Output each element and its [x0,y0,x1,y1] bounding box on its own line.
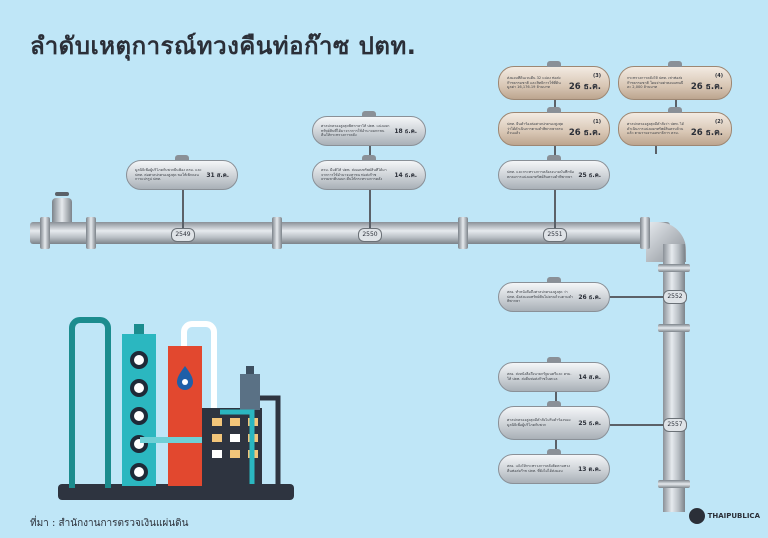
event-date: 13 ต.ค. [578,466,601,473]
event-text: ปตท. ยื่นคำร้องต่อศาลปกครองสูงสุดว่าได้ด… [507,122,564,136]
connector-line [554,146,556,162]
event-date-block: (4) 26 ธ.ค. [691,73,723,93]
connector-line [675,94,677,112]
event-tank: ส่งมอบที่ดินเวนคืน 32 แปลง ท่อส่งก๊าซธรร… [498,61,610,100]
connector-line [655,146,657,154]
event-tank: ปตท. และกระทรวงการคลังลงนามบันทึกข้อตกลง… [498,155,610,190]
tank-valve-icon [547,449,561,455]
tank-valve-icon [547,107,561,113]
event-date-block: (2) 26 ธ.ค. [691,119,723,139]
pipe-flange [40,217,50,249]
tank-valve-icon [668,107,682,113]
event-number: (3) [592,73,601,79]
tank-valve-icon [547,61,561,67]
connector-line [554,190,556,228]
connector-line [369,146,371,162]
event-text: ศาลปกครองสูงสุดพิพากษาให้ ปตท. แบ่งแยกทร… [321,124,390,138]
event-date-block: (1) 26 ธ.ค. [569,119,601,139]
event-date: 25 ธ.ค. [578,420,601,427]
event-date: 26 ธ.ค. [568,82,601,92]
tank-valve-icon [362,111,376,117]
event-date: 26 ธ.ค. [690,82,723,92]
event-tank: กระทรวงการคลังให้ ปตท. เช่าท่อส่งก๊าซธรร… [618,61,732,100]
publisher-name: THAIPUBLICA [707,512,760,520]
year-marker: 2551 [543,228,567,242]
event-tank: ปตท. ยื่นคำร้องต่อศาลปกครองสูงสุดว่าได้ด… [498,107,610,146]
connector-line [610,424,664,426]
refinery-illustration [58,317,294,500]
connector-line [555,392,557,406]
tank-valve-icon [547,277,561,283]
pipe-flange [658,264,690,272]
tank-valve-icon [547,357,561,363]
connector-line [369,188,371,228]
event-tank: สตง. แจ้งให้กระทรวงการคลังติดตามทวงคืนท่… [498,449,610,484]
pipe-flange [272,217,282,249]
valve-icon [52,198,72,222]
event-text: สตง. ทำหนังสือถึงศาลปกครองสูงสุด ว่า ปตท… [507,290,573,304]
year-marker: 2549 [171,228,195,242]
event-date-block: (3) 26 ธ.ค. [569,73,601,93]
pipe-flange [658,480,690,488]
event-date: 18 ธ.ค. [394,128,417,135]
event-number: (2) [714,119,723,125]
pipe-flange [86,217,96,249]
event-number: (1) [592,119,601,125]
event-date: 26 ธ.ค. [578,294,601,301]
tank-valve-icon [362,155,376,161]
event-date: 26 ธ.ค. [568,128,601,138]
tank-valve-icon [547,401,561,407]
event-date: 14 ธ.ค. [394,172,417,179]
event-tank: ศาลปกครองสูงสุดมีคำสั่งว่า ปตท. ได้ดำเนิ… [618,107,732,146]
tank-valve-icon [547,155,561,161]
event-tank: ครม. มีมติให้ ปตท. ส่งมอบทรัพย์สินที่ได้… [312,155,426,190]
event-text: สตง. ส่งหนังสือถึงนายกรัฐมนตรีและ ครม. ใ… [507,372,572,381]
event-tank: ศาลปกครองสูงสุดพิพากษาให้ ปตท. แบ่งแยกทร… [312,111,426,146]
connector-line [555,440,557,454]
event-text: ศาลปกครองสูงสุดมีคำสั่งไม่รับคำร้องของมู… [507,418,571,427]
publisher-logo: THAIPUBLICA [688,508,760,524]
tank-valve-icon [175,155,189,161]
valve-wheel-icon [55,192,69,196]
connector-line [554,94,556,112]
connector-line [610,296,664,298]
pipe-flange [640,217,650,249]
connector-line [182,188,184,228]
event-date: 14 ส.ค. [578,374,601,381]
event-text: สตง. แจ้งให้กระทรวงการคลังติดตามทวงคืนท่… [507,464,570,473]
event-tank: สตง. ส่งหนังสือถึงนายกรัฐมนตรีและ ครม. ใ… [498,357,610,392]
year-marker: 2557 [663,418,687,432]
event-tank: มูลนิธิเพื่อผู้บริโภคกับพวกยื่นฟ้อง ครม.… [126,155,238,190]
year-marker: 2550 [358,228,382,242]
event-text: ครม. มีมติให้ ปตท. ส่งมอบทรัพย์สินที่ได้… [321,168,387,182]
event-number: (4) [714,73,723,79]
event-date: 26 ธ.ค. [690,128,723,138]
event-text: ส่งมอบที่ดินเวนคืน 32 แปลง ท่อส่งก๊าซธรร… [507,76,561,90]
event-date: 31 ส.ค. [206,172,229,179]
event-text: ปตท. และกระทรวงการคลังลงนามบันทึกข้อตกลง… [507,170,575,179]
event-tank: ศาลปกครองสูงสุดมีคำสั่งไม่รับคำร้องของมู… [498,401,610,440]
event-text: มูลนิธิเพื่อผู้บริโภคกับพวกยื่นฟ้อง ครม.… [135,168,202,182]
page-title: ลำดับเหตุการณ์ทวงคืนท่อก๊าซ ปตท. [30,32,417,60]
event-text: ศาลปกครองสูงสุดมีคำสั่งว่า ปตท. ได้ดำเนิ… [627,122,685,136]
pipe-flange [658,324,690,332]
tank-valve-icon [668,61,682,67]
main-pipeline-vertical [663,244,685,512]
main-pipeline-horizontal [30,222,670,244]
year-marker: 2552 [663,290,687,304]
source-caption: ที่มา : สำนักงานการตรวจเงินแผ่นดิน [30,518,189,529]
event-tank: สตง. ทำหนังสือถึงศาลปกครองสูงสุด ว่า ปตท… [498,277,610,312]
event-text: กระทรวงการคลังให้ ปตท. เช่าท่อส่งก๊าซธรร… [627,76,684,90]
pipe-flange [458,217,468,249]
keyhole-logo-icon [688,508,705,524]
event-date: 25 ธ.ค. [578,172,601,179]
